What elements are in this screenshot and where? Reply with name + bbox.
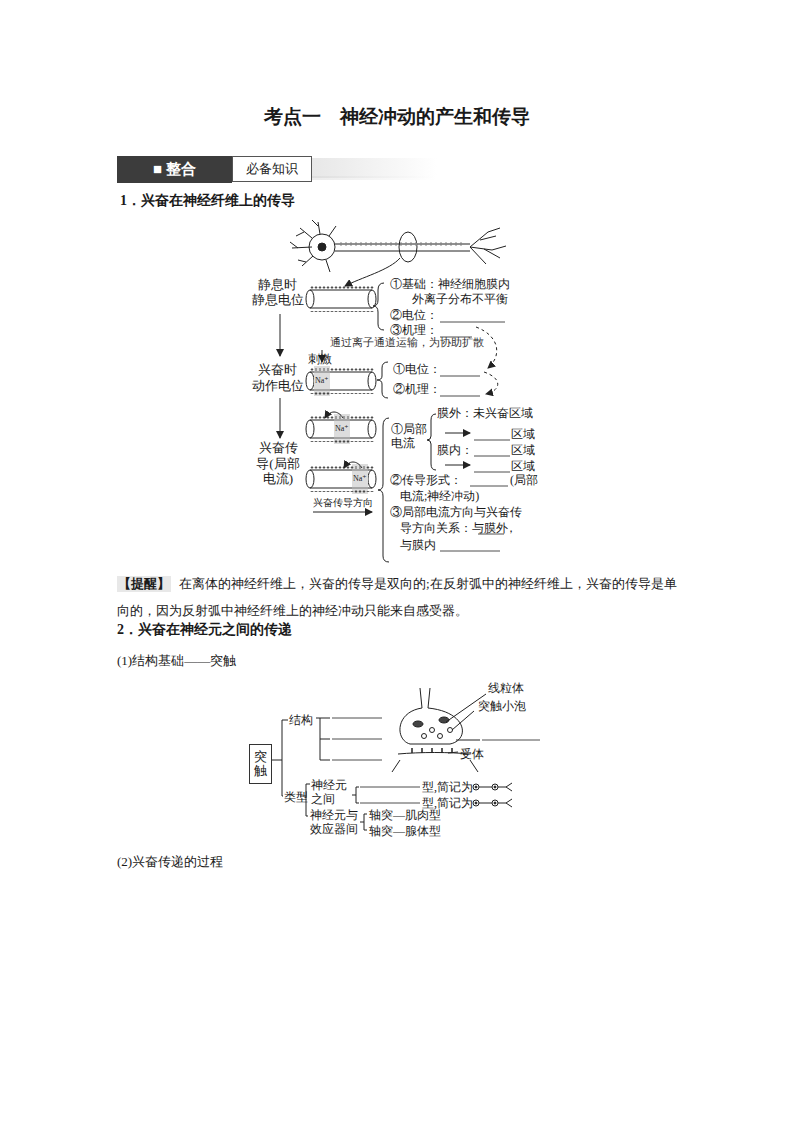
banner-fade <box>312 158 437 178</box>
tree-brackets <box>270 718 512 830</box>
section-tag: ■ 整合 <box>117 156 232 183</box>
text-label: 线粒体 <box>488 681 524 695</box>
stage-label: 静息电位 <box>252 292 304 308</box>
tip-text: 在离体的神经纤维上，兴奋的传导是双向的;在反射弧中的神经纤维上，兴奋的传导是单向… <box>117 570 682 624</box>
handwritten-note: 通过离子通道运输，为协助扩散 <box>330 336 484 349</box>
section-subtag: 必备知识 <box>232 156 312 182</box>
stage-label: 动作电位 <box>252 378 304 394</box>
text-label: 神经元与效应器间 <box>310 808 362 837</box>
page-title: 考点一 神经冲动的产生和传导 <box>264 106 530 129</box>
text-label: ①局部电流 <box>391 422 430 451</box>
text-label: ①电位： <box>393 362 441 376</box>
nerve-fiber <box>306 366 376 396</box>
text-label: 外离子分布不平衡 <box>412 292 508 306</box>
text-label: 区域 <box>511 459 535 473</box>
text-label: ②传导形式： <box>390 473 462 487</box>
section-heading: 2．兴奋在神经元之间的传递 <box>117 622 292 639</box>
direction-label: 兴奋传导方向 <box>313 497 373 509</box>
text-label: ， <box>505 521 517 535</box>
text-label: ③机理： <box>390 323 438 337</box>
text-label: 区域 <box>511 443 535 457</box>
text-label: 膜外：未兴奋区域 <box>437 406 533 420</box>
text-label: 受体 <box>460 747 484 761</box>
answer-blanks <box>332 322 540 803</box>
text-label: 轴突—肌肉型 <box>369 808 441 822</box>
node-text: 突触 <box>254 750 267 779</box>
ion-label: Na⁺ <box>334 424 350 434</box>
text-label: 突触小泡 <box>478 699 526 713</box>
synapse-symbol <box>473 783 512 807</box>
text-label: ①基础：神经细胞膜内 <box>390 277 510 291</box>
text-label: 区域 <box>511 427 535 441</box>
text-label: 轴突—腺体型 <box>369 824 441 838</box>
ion-label: Na⁺ <box>314 376 330 386</box>
node-text: 必备知识 <box>246 160 298 178</box>
nerve-fiber <box>306 290 376 308</box>
node-text: ■ 整合 <box>153 160 196 179</box>
text-label: ③局部电流方向与兴奋传 <box>390 505 522 519</box>
nerve-fiber <box>306 464 376 494</box>
text-label: ②机理： <box>393 382 441 396</box>
stage-label: 静息时 <box>258 277 297 293</box>
ion-label: Na⁺ <box>352 474 368 484</box>
nerve-fiber <box>306 414 376 444</box>
text-label: 膜内： <box>437 443 473 457</box>
synapse-box: 突触 <box>249 744 272 784</box>
text-label: 电流;神经冲动) <box>400 489 479 503</box>
text-label: 类型 <box>284 790 308 804</box>
text-label: (局部 <box>510 473 538 487</box>
text-label: 型,简记为 <box>422 780 473 794</box>
text-label: 导方向关系：与膜外 <box>400 521 508 535</box>
stage-label: 兴奋传导(局部电流) <box>254 440 302 487</box>
subheading: (1)结构基础——突触 <box>117 653 236 669</box>
text-label: 神经元之间 <box>311 778 351 807</box>
text-label: 刺激 <box>308 352 332 366</box>
text-label: ②电位： <box>390 308 438 322</box>
neuron-figure <box>290 220 506 286</box>
brackets <box>280 283 498 562</box>
synapse-figure <box>392 688 486 772</box>
subheading: (2)兴奋传递的过程 <box>117 854 223 870</box>
tip-tag: 【提醒】 <box>117 576 171 592</box>
text-label: 与膜内 <box>400 538 436 552</box>
text-label: 结构 <box>289 713 313 727</box>
stage-label: 兴奋时 <box>258 362 297 378</box>
section-heading: 1．兴奋在神经纤维上的传导 <box>120 193 295 210</box>
